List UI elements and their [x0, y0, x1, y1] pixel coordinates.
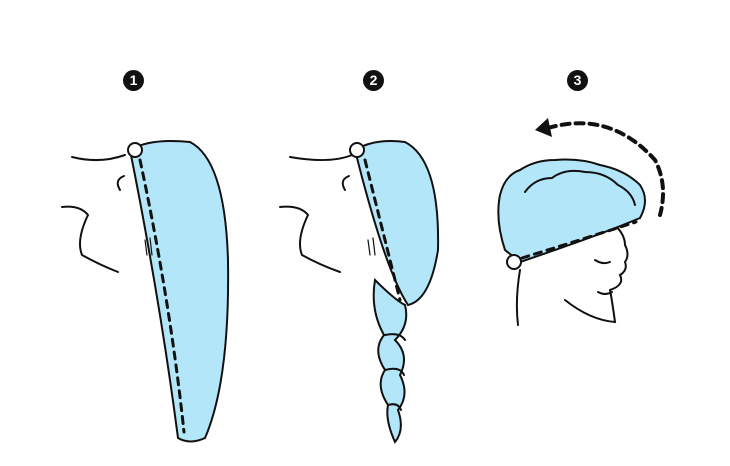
braid — [372, 277, 408, 444]
rotation-arrow — [546, 121, 666, 217]
towel-cap — [497, 158, 646, 264]
step-1-badge: 1 — [123, 70, 144, 91]
step-1-figure — [61, 140, 230, 443]
towel — [353, 140, 440, 307]
step-3-badge: 3 — [567, 70, 588, 91]
button — [127, 142, 143, 158]
seam-stitch — [138, 158, 186, 434]
step-3-figure — [497, 118, 666, 326]
step-2-figure — [279, 140, 440, 444]
step-2-badge: 2 — [363, 70, 384, 91]
towel — [128, 140, 230, 443]
